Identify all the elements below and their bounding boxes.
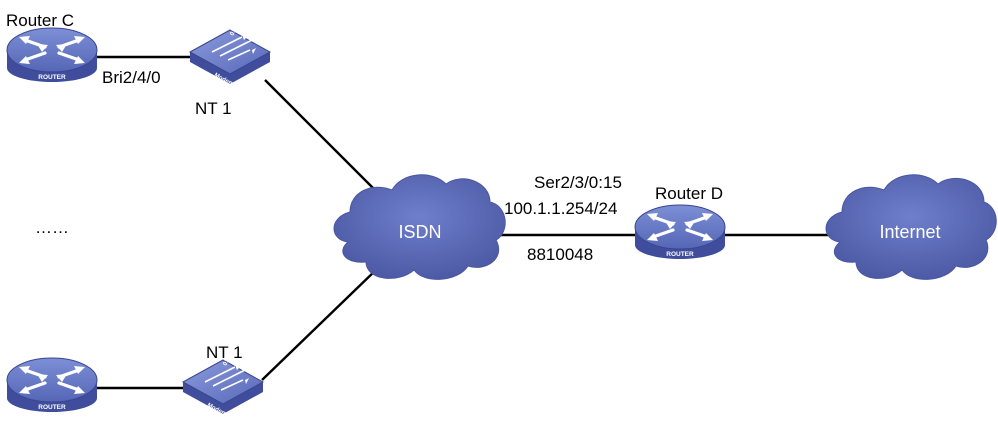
router-bottom-icon[interactable]: ROUTER xyxy=(5,356,99,414)
nt1-bottom-label: NT 1 xyxy=(206,343,243,362)
router-d-icon[interactable]: ROUTER xyxy=(633,203,727,261)
serial-interface-label: Ser2/3/0:15 xyxy=(534,173,622,192)
isdn-number-label: 8810048 xyxy=(527,245,594,264)
link-nt1-isdn-bottom xyxy=(261,267,379,381)
router-badge-text: ROUTER xyxy=(38,74,66,81)
bri-interface-label: Bri2/4/0 xyxy=(102,68,161,87)
router-badge-text: ROUTER xyxy=(666,251,694,258)
link-nt1-isdn-top xyxy=(264,79,379,194)
modem-nt1-top-icon[interactable]: Modem 0101 xyxy=(189,22,271,88)
internet-cloud[interactable]: Internet xyxy=(825,174,997,280)
modem-binary-text: 0101 xyxy=(222,352,234,367)
router-badge-text: ROUTER xyxy=(38,404,66,411)
ellipsis-label: …… xyxy=(35,218,69,237)
router-c-icon[interactable]: ROUTER xyxy=(5,26,99,84)
links xyxy=(95,55,830,390)
ip-address-label: 100.1.1.254/24 xyxy=(504,199,618,218)
nt1-top-label: NT 1 xyxy=(195,99,232,118)
router-d-label: Router D xyxy=(655,184,724,203)
internet-label: Internet xyxy=(879,222,940,242)
isdn-cloud[interactable]: ISDN xyxy=(333,174,506,280)
router-c-label: Router C xyxy=(6,11,75,30)
modem-binary-text: 0101 xyxy=(229,22,241,37)
isdn-label: ISDN xyxy=(398,222,441,242)
